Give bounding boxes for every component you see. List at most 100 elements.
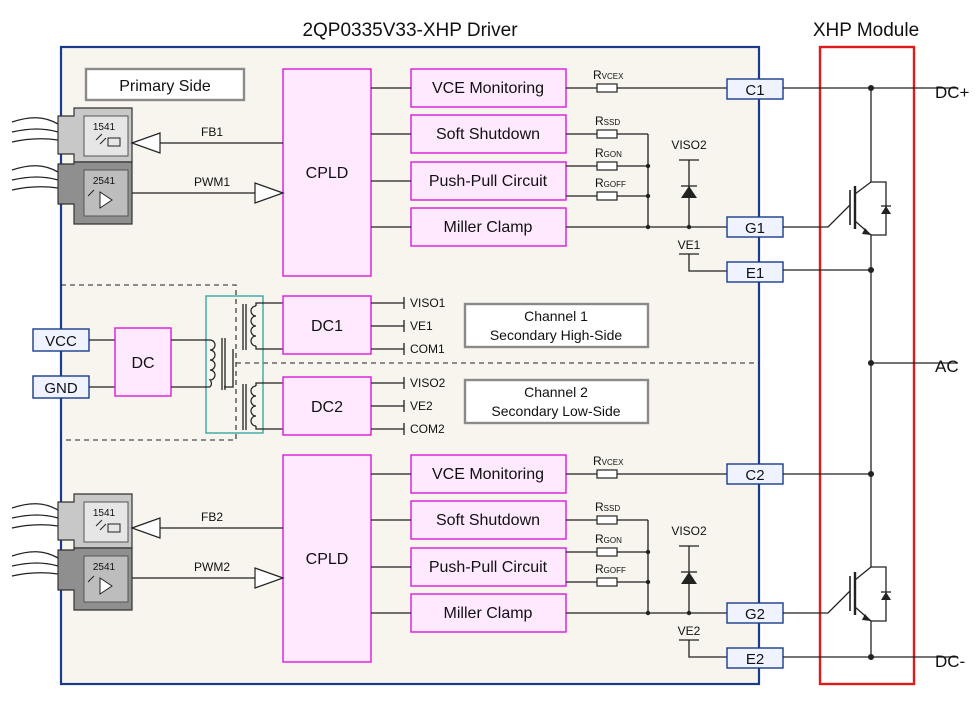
dc-converter: DC bbox=[114, 327, 172, 397]
signal-pwm2: PWM2 bbox=[132, 560, 285, 589]
fiber-link-pwm1: 2541 bbox=[11, 161, 133, 225]
miller-clamp-1: Miller Clamp bbox=[410, 207, 567, 247]
svg-text:DC2: DC2 bbox=[311, 399, 343, 416]
svg-text:VE2: VE2 bbox=[410, 399, 433, 413]
module-wiring bbox=[783, 84, 958, 661]
svg-text:RGOFF: RGOFF bbox=[595, 176, 626, 190]
svg-text:Soft Shutdown: Soft Shutdown bbox=[436, 512, 540, 529]
channel-2-note: Channel 2 Secondary Low-Side bbox=[463, 378, 650, 425]
port-gnd: GND bbox=[32, 375, 90, 399]
svg-text:C1: C1 bbox=[745, 82, 764, 99]
svg-text:VE2: VE2 bbox=[678, 624, 701, 638]
resistor-labels-1: RVCEX RSSD RGON RGOFF VISO2 VE1 bbox=[593, 68, 707, 252]
svg-text:CPLD: CPLD bbox=[306, 551, 349, 568]
svg-text:Secondary Low-Side: Secondary Low-Side bbox=[491, 403, 620, 419]
svg-text:RGON: RGON bbox=[595, 146, 622, 160]
igbt-high-side bbox=[849, 181, 891, 236]
port-vcc: VCC bbox=[32, 328, 90, 352]
vce-monitoring-1: VCE Monitoring bbox=[410, 68, 567, 108]
module-title: XHP Module bbox=[813, 20, 919, 41]
svg-text:VISO2: VISO2 bbox=[671, 524, 707, 538]
svg-text:Miller Clamp: Miller Clamp bbox=[444, 605, 533, 622]
igbt-low-side bbox=[849, 566, 891, 622]
svg-text:VISO1: VISO1 bbox=[410, 296, 446, 310]
svg-text:VCE Monitoring: VCE Monitoring bbox=[432, 80, 544, 97]
svg-text:CPLD: CPLD bbox=[306, 165, 349, 182]
dc2-converter: DC2 bbox=[282, 376, 372, 436]
driver-title: 2QP0335V33-XHP Driver bbox=[302, 20, 518, 41]
svg-text:GND: GND bbox=[44, 380, 78, 397]
port-c1: C1 bbox=[726, 78, 784, 100]
miller-clamp-2: Miller Clamp bbox=[410, 593, 567, 633]
push-pull-circuit-2: Push-Pull Circuit bbox=[410, 547, 567, 587]
svg-text:PWM2: PWM2 bbox=[194, 560, 230, 574]
transformer-link bbox=[224, 349, 234, 388]
svg-text:RSSD: RSSD bbox=[595, 114, 620, 128]
port-e2: E2 bbox=[726, 647, 784, 669]
svg-text:VCC: VCC bbox=[45, 333, 77, 350]
svg-text:RGOFF: RGOFF bbox=[595, 562, 626, 576]
soft-shutdown-1: Soft Shutdown bbox=[410, 114, 567, 154]
xhp-module-border bbox=[818, 45, 916, 686]
svg-text:Primary Side: Primary Side bbox=[119, 78, 211, 95]
cpld-2-bus bbox=[371, 473, 411, 614]
terminal-ac: AC bbox=[935, 357, 959, 376]
gate-network-1 bbox=[566, 83, 727, 272]
svg-text:Soft Shutdown: Soft Shutdown bbox=[436, 126, 540, 143]
fiber-link-fb2: 1541 bbox=[11, 493, 133, 549]
svg-text:Channel 1: Channel 1 bbox=[524, 308, 588, 324]
svg-text:FB1: FB1 bbox=[201, 125, 223, 139]
dc2-outputs: VISO2 VE2 COM2 bbox=[371, 376, 446, 436]
svg-text:Channel 2: Channel 2 bbox=[524, 384, 588, 400]
port-c2: C2 bbox=[726, 463, 784, 485]
signal-pwm1: PWM1 bbox=[132, 175, 285, 204]
gate-network-2 bbox=[566, 469, 727, 658]
svg-text:Push-Pull Circuit: Push-Pull Circuit bbox=[429, 173, 548, 190]
svg-text:Secondary High-Side: Secondary High-Side bbox=[490, 327, 623, 343]
resistor-labels-2: RVCEX RSSD RGON RGOFF VISO2 VE2 bbox=[593, 454, 707, 638]
primary-side-label: Primary Side bbox=[84, 67, 246, 102]
svg-text:G2: G2 bbox=[745, 606, 765, 623]
svg-text:COM2: COM2 bbox=[410, 422, 445, 436]
svg-text:RVCEX: RVCEX bbox=[593, 454, 624, 468]
svg-text:G1: G1 bbox=[745, 220, 765, 237]
dc1-converter: DC1 bbox=[282, 295, 372, 355]
cpld-1-bus bbox=[371, 87, 411, 228]
signal-fb1: FB1 bbox=[130, 125, 283, 154]
svg-text:VE1: VE1 bbox=[410, 319, 433, 333]
channel-1-note: Channel 1 Secondary High-Side bbox=[463, 302, 650, 349]
svg-text:VISO2: VISO2 bbox=[410, 376, 446, 390]
transformer-dc1 bbox=[242, 302, 283, 350]
svg-text:PWM1: PWM1 bbox=[194, 175, 230, 189]
fiber-link-fb1: 1541 bbox=[11, 107, 133, 163]
svg-text:DC1: DC1 bbox=[311, 318, 343, 335]
transformer-dc2 bbox=[242, 382, 283, 430]
svg-text:VCE Monitoring: VCE Monitoring bbox=[432, 466, 544, 483]
port-g2: G2 bbox=[726, 602, 784, 624]
svg-text:2541: 2541 bbox=[93, 562, 116, 573]
svg-text:VISO2: VISO2 bbox=[671, 138, 707, 152]
port-g1: G1 bbox=[726, 216, 784, 238]
svg-text:DC: DC bbox=[131, 355, 154, 372]
svg-text:1541: 1541 bbox=[93, 508, 116, 519]
svg-text:VE1: VE1 bbox=[678, 238, 701, 252]
main-transformer bbox=[171, 338, 226, 390]
vce-monitoring-2: VCE Monitoring bbox=[410, 454, 567, 494]
port-e1: E1 bbox=[726, 261, 784, 283]
svg-text:C2: C2 bbox=[745, 467, 764, 484]
svg-text:2541: 2541 bbox=[93, 176, 116, 187]
svg-text:RVCEX: RVCEX bbox=[593, 68, 624, 82]
svg-text:Miller Clamp: Miller Clamp bbox=[444, 219, 533, 236]
dc1-outputs: VISO1 VE1 COM1 bbox=[371, 296, 446, 356]
fiber-link-pwm2: 2541 bbox=[11, 547, 133, 611]
push-pull-circuit-1: Push-Pull Circuit bbox=[410, 161, 567, 201]
svg-text:RSSD: RSSD bbox=[595, 500, 620, 514]
transformer-isolation bbox=[205, 295, 264, 434]
svg-text:1541: 1541 bbox=[93, 122, 116, 133]
cpld-2: CPLD bbox=[282, 454, 372, 663]
cpld-1: CPLD bbox=[282, 68, 372, 277]
soft-shutdown-2: Soft Shutdown bbox=[410, 500, 567, 540]
isolation-boundary bbox=[61, 284, 759, 441]
svg-text:Push-Pull Circuit: Push-Pull Circuit bbox=[429, 559, 548, 576]
terminal-dc-minus: DC- bbox=[935, 652, 965, 671]
